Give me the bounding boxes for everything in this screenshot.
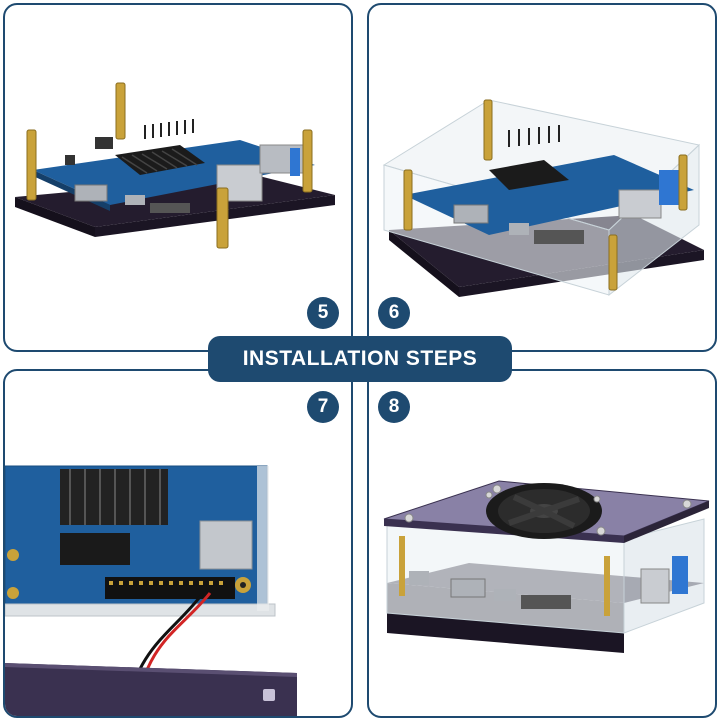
step-5-panel: [3, 3, 353, 352]
board-in-clear-case-image: [382, 99, 704, 297]
hdmi-port-icon: [453, 204, 489, 224]
ethernet-port-icon: [640, 568, 670, 604]
step-7-badge: 7: [307, 391, 339, 423]
step-8-panel: [367, 369, 717, 718]
fan-icon: [486, 483, 602, 539]
step-7-panel: [3, 369, 353, 718]
usb-port-icon: [259, 144, 309, 174]
assembled-case-with-fan-image: [383, 480, 710, 653]
step-6-badge: 6: [378, 297, 410, 329]
ethernet-port-icon: [618, 189, 662, 219]
hdmi-port-icon: [450, 578, 486, 598]
step-8-badge: 8: [378, 391, 410, 423]
step-6-panel: [367, 3, 717, 352]
board-with-standoffs-image: [15, 82, 335, 249]
board-closeup-fan-wiring-image: [5, 465, 297, 716]
step-5-badge: 5: [307, 297, 339, 329]
hdmi-port-icon: [74, 184, 108, 202]
installation-steps-banner: INSTALLATION STEPS: [208, 336, 512, 382]
usb-port-icon: [672, 556, 688, 594]
